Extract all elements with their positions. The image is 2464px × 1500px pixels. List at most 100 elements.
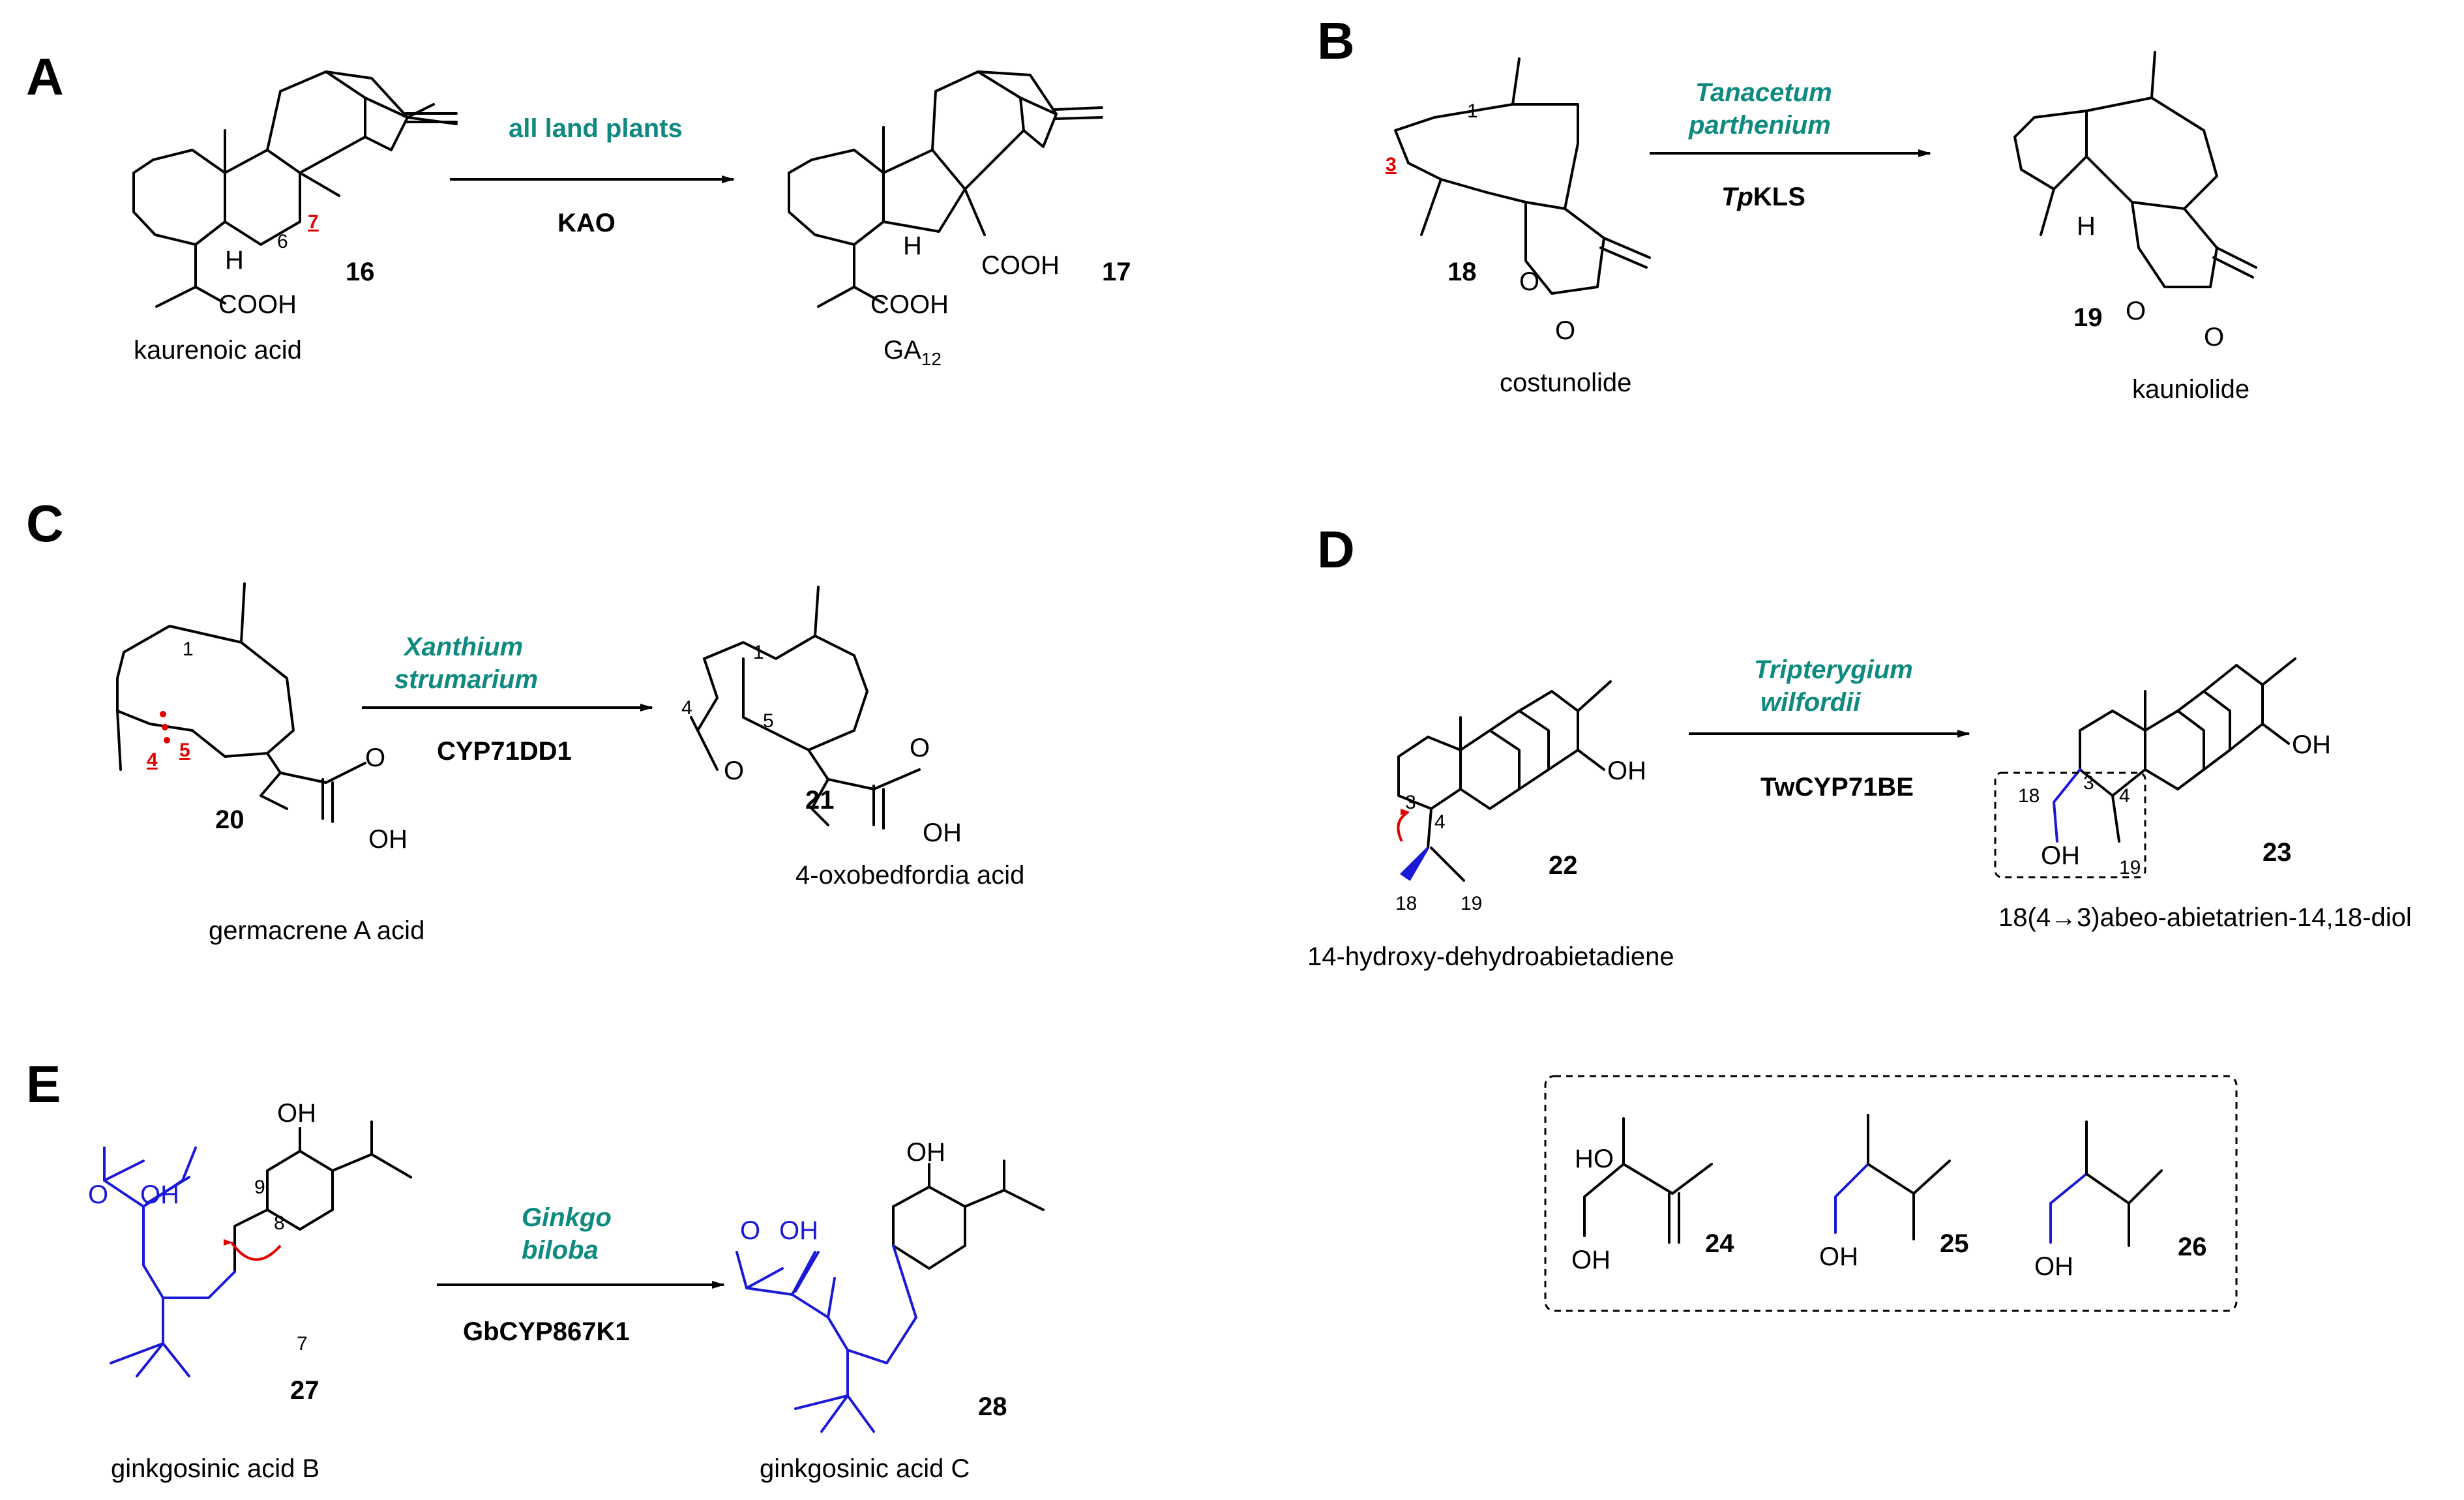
structure-23: OH OH 18 3 4 19	[1994, 657, 2331, 878]
oh-label-20: OH	[368, 825, 408, 854]
cooh-label-17b: COOH	[981, 251, 1060, 280]
organism-line2-d: wilfordii	[1760, 688, 1861, 717]
structure-22: OH 3 4 18 19	[1395, 680, 1646, 914]
oh-label-23-18: OH	[2041, 841, 2080, 870]
organism-label-a: all land plants	[509, 114, 683, 143]
structure-25: OH	[1819, 1114, 1951, 1271]
oxygen-ring-18: O	[1519, 267, 1539, 296]
oxygen-carbonyl-18: O	[1555, 316, 1575, 345]
position-4-label-21: 4	[681, 697, 692, 719]
position-4-label-20: 4	[147, 749, 158, 771]
oh-phenol-label-27: OH	[277, 1099, 316, 1128]
panel-label-e: E	[26, 1055, 61, 1113]
oh-acid-label-28: OH	[779, 1216, 818, 1245]
position-1-label-20: 1	[183, 638, 194, 660]
structure-ga12: COOH H COOH	[788, 70, 1103, 319]
oh-label-26: OH	[2034, 1252, 2073, 1281]
oxygen-carbonyl-21: O	[910, 734, 930, 762]
compound-name-28: ginkgosinic acid C	[760, 1454, 970, 1483]
panel-label-c: C	[26, 494, 64, 552]
compound-number-24: 24	[1705, 1229, 1734, 1258]
compound-number-20: 20	[215, 805, 245, 834]
structure-26: OH	[2034, 1120, 2163, 1281]
position-3-label-22: 3	[1405, 792, 1416, 813]
structure-germacrene-a-acid: O OH 1 4 5	[116, 582, 408, 854]
panel-b: B O O 1 3 18 costunolide Tanacetum parth…	[1317, 12, 2257, 404]
position-4-label-23: 4	[2119, 785, 2130, 807]
compound-number-28: 28	[978, 1392, 1007, 1421]
compound-number-16: 16	[346, 258, 375, 286]
position-7-label: 7	[308, 211, 319, 233]
organism-line2-e: biloba	[522, 1236, 599, 1265]
oh-label-22: OH	[1607, 757, 1646, 785]
panel-c: C O OH 1 4 5 20 germacrene A acid Xanthi…	[26, 494, 1024, 945]
position-7-label-27: 7	[297, 1333, 308, 1355]
oxygen-ketone-21: O	[724, 757, 744, 785]
highlight-box-23	[1994, 772, 2146, 878]
oh-label-25: OH	[1819, 1242, 1858, 1271]
compound-name-27: ginkgosinic acid B	[111, 1454, 319, 1483]
oh-label-24: OH	[1571, 1246, 1611, 1274]
oh-label-21: OH	[923, 818, 962, 847]
oh-label-23: OH	[2292, 730, 2331, 759]
oxygen-carbonyl-28: O	[740, 1216, 760, 1245]
structure-kaurenoic-acid: COOH H 6 7	[132, 70, 458, 319]
compound-number-22: 22	[1549, 851, 1578, 880]
position-18-label-23: 18	[2018, 785, 2040, 807]
organism-line1-c: Xanthium	[403, 633, 523, 661]
structure-4-oxobedfordia-acid: O OH O 1 4 5	[681, 586, 962, 847]
compound-number-25: 25	[1940, 1229, 1969, 1258]
compound-name-18: costunolide	[1500, 368, 1631, 397]
compound-name-17: GA12	[883, 336, 942, 369]
compound-number-19: 19	[2073, 303, 2103, 332]
cooh-label-17a: COOH	[870, 290, 949, 319]
h-label-16: H	[225, 246, 244, 275]
compound-number-18: 18	[1447, 258, 1477, 286]
enzyme-label-d: TwCYP71BE	[1760, 773, 1914, 802]
ho-label-24: HO	[1575, 1145, 1614, 1173]
structure-ginkgosinic-acid-b: O OH OH 9 8 7	[88, 1099, 412, 1377]
structure-24: HO OH	[1571, 1117, 1713, 1274]
enzyme-label-b: TpKLS	[1721, 183, 1805, 211]
compound-name-23: 18(4→3)abeo-abietatrien-14,18-diol	[1998, 903, 2412, 932]
position-3-label-18: 3	[1386, 154, 1397, 175]
structure-kauniolide: H O O	[2013, 51, 2257, 352]
position-8-label: 8	[274, 1212, 285, 1234]
position-5-label-20: 5	[179, 740, 190, 761]
panel-e: E O OH OH 9 8 7 27 ginkgosinic acid B Gi…	[26, 1055, 1045, 1483]
compound-name-19: kauniolide	[2132, 375, 2249, 404]
organism-line2-c: strumarium	[394, 665, 538, 694]
organism-line1-e: Ginkgo	[522, 1203, 612, 1232]
compound-number-27: 27	[290, 1376, 319, 1405]
enzyme-label-e: GbCYP867K1	[463, 1317, 630, 1346]
oxygen-carbonyl-19: O	[2204, 323, 2224, 352]
oxygen-ring-19: O	[2126, 297, 2146, 325]
compound-name-20: germacrene A acid	[209, 916, 424, 945]
organism-line1-d: Tripterygium	[1754, 655, 1913, 684]
compound-name-16: kaurenoic acid	[134, 336, 302, 365]
panel-a: A COOH H 6 7 16 kaurenoic acid all land …	[26, 48, 1131, 369]
organism-line1-b: Tanacetum	[1695, 78, 1832, 107]
structure-ginkgosinic-acid-c: O OH OH	[735, 1138, 1045, 1433]
compound-name-22: 14-hydroxy-dehydroabietadiene	[1307, 942, 1674, 971]
enzyme-label-c: CYP71DD1	[437, 737, 572, 766]
position-3-label-23: 3	[2083, 772, 2094, 794]
compound-number-23: 23	[2263, 838, 2292, 867]
position-18-label-22: 18	[1395, 893, 1417, 914]
panel-label-b: B	[1317, 12, 1355, 70]
cooh-label-16: COOH	[218, 290, 297, 319]
h-label-19: H	[2077, 212, 2096, 241]
inset-box-24-26: HO OH 24 OH 25 OH 26	[1544, 1075, 2238, 1312]
enzyme-label-a: KAO	[557, 209, 616, 237]
panel-label-d: D	[1317, 520, 1355, 578]
structure-costunolide: O O 1 3	[1386, 57, 1651, 345]
panel-d: D OH 3 4 18 19 22 14-hydroxy-dehydroabie…	[1307, 520, 2412, 1312]
position-4-label-22: 4	[1434, 811, 1446, 833]
position-1-label-21: 1	[753, 642, 764, 663]
oh-acid-label-27: OH	[140, 1180, 179, 1209]
compound-number-26: 26	[2178, 1233, 2207, 1261]
oxygen-carbonyl-20: O	[365, 743, 385, 772]
organism-line2-b: parthenium	[1688, 111, 1831, 140]
